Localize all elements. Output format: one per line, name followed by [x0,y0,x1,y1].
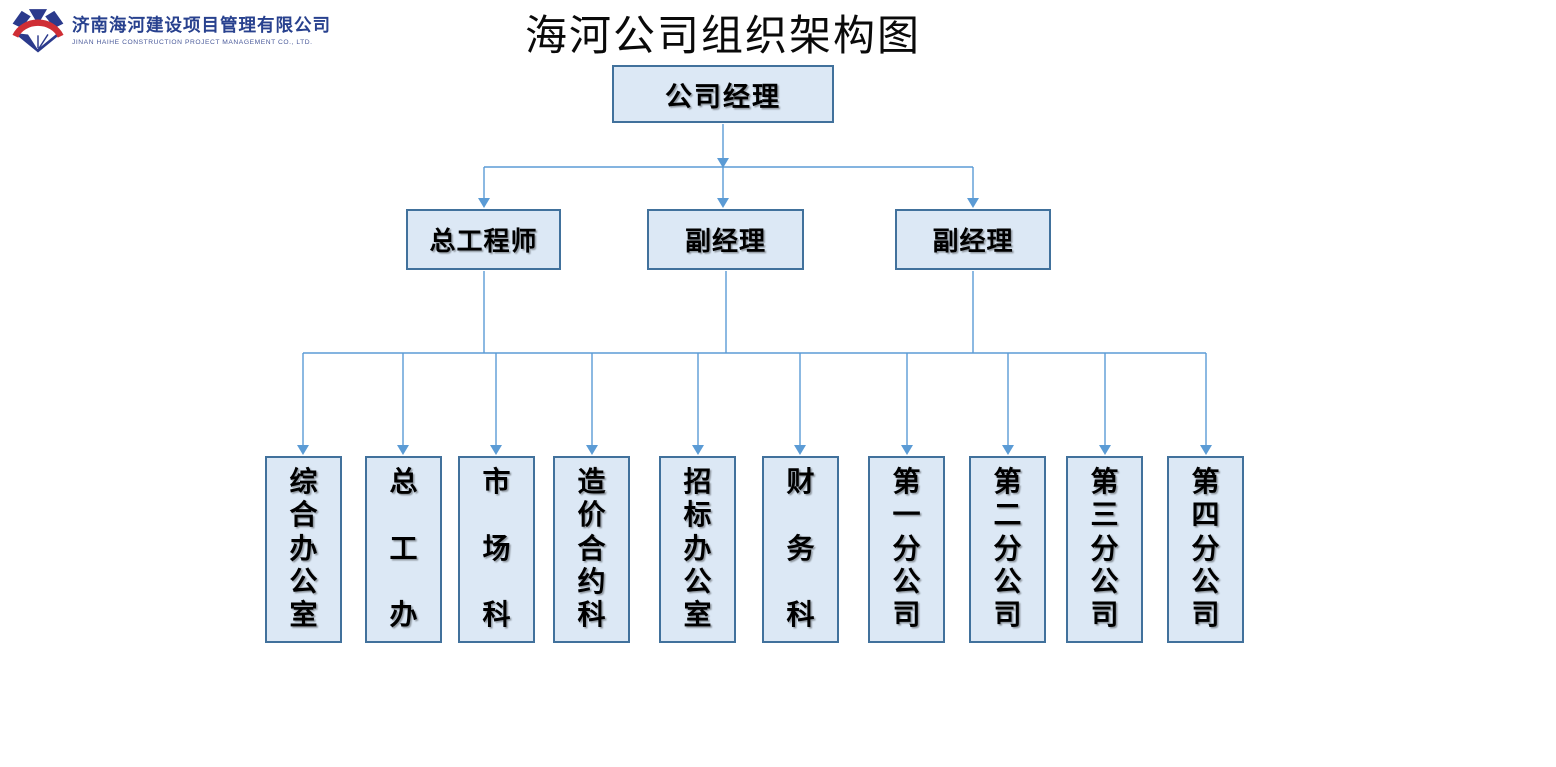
arrowhead-dept-2 [397,445,409,455]
org-node-label-char: 第 [892,467,921,498]
org-node-label-char: 招 [683,467,712,498]
arrowhead-deputy-2 [967,198,979,208]
org-node-label-char: 造 [577,467,606,498]
org-node-chief-engineer: 总工程师 [406,209,561,270]
org-node-label-char: 标 [683,500,712,532]
org-node-label-char: 综 [289,467,318,498]
arrowhead-dept-7 [901,445,913,455]
org-node-label-char: 司 [1090,600,1119,631]
arrowhead-dept-6 [794,445,806,455]
org-node-label-char: 办 [683,533,712,565]
org-node-label-char: 总 [389,467,418,498]
org-node-label-char: 科 [577,600,606,631]
arrowhead-dept-5 [692,445,704,455]
org-node-chief-engineer-office: 总工办 [365,456,442,643]
company-logo: 济南海河建设项目管理有限公司 JINAN HAIHE CONSTRUCTION … [9,3,331,55]
org-node-label-char: 第 [1090,467,1119,498]
diamond-bridge-logo-icon [12,9,64,53]
arrowhead-dept-3 [490,445,502,455]
org-node-label: 总工程师 [429,227,538,256]
arrowhead-chief-engineer [478,198,490,208]
org-node-label-char: 科 [482,600,511,631]
org-node-label-char: 司 [892,600,921,631]
org-node-label-char: 工 [389,533,418,565]
arrowhead-dept-1 [297,445,309,455]
org-node-label-char: 公 [289,566,318,598]
org-node-label-char: 科 [786,600,815,631]
org-node-label-char: 司 [1191,600,1220,631]
org-node-label-char: 室 [289,600,318,631]
org-node-label-char: 司 [993,600,1022,631]
org-node-branch-3: 第三分公司 [1066,456,1143,643]
org-node-label-char: 场 [482,533,511,565]
org-node-label-char: 合 [289,500,318,532]
arrowhead-dept-8 [1002,445,1014,455]
arrowhead-root [717,158,729,168]
org-node-label-char: 四 [1191,500,1220,532]
org-node-label-char: 分 [892,533,921,565]
arrowhead-dept-9 [1099,445,1111,455]
arrowhead-dept-10 [1200,445,1212,455]
org-node-label-char: 二 [993,500,1022,532]
org-node-label-char: 公 [683,566,712,598]
org-node-label: 副经理 [684,227,766,256]
org-node-general-office: 综合办公室 [265,456,342,643]
org-node-bidding-office: 招标办公室 [659,456,736,643]
logo-text: 济南海河建设项目管理有限公司 JINAN HAIHE CONSTRUCTION … [72,12,331,46]
org-node-label-char: 三 [1090,500,1119,532]
org-node-label-char: 公 [1090,566,1119,598]
page-title: 海河公司组织架构图 [524,14,922,60]
arrowhead-deputy-1 [717,198,729,208]
logo-company-name-zh: 济南海河建设项目管理有限公司 [72,15,331,35]
org-node-label-char: 市 [482,467,511,498]
connector-line-group [302,124,1207,446]
org-node-label-char: 室 [683,600,712,631]
org-node-label-char: 约 [577,566,606,598]
org-node-label-char: 分 [1191,533,1220,565]
org-node-cost-contract-dept: 造价合约科 [553,456,630,643]
org-node-label-char: 合 [577,533,606,565]
org-node-label-char: 价 [577,500,606,532]
connector-arrow-group [297,158,1212,455]
arrowhead-dept-4 [586,445,598,455]
org-node-label-char: 办 [289,533,318,565]
org-node-branch-2: 第二分公司 [969,456,1046,643]
org-node-market-dept: 市场科 [458,456,535,643]
org-node-deputy-manager-2: 副经理 [895,209,1051,270]
org-node-label-char: 公 [892,566,921,598]
org-node-label-char: 第 [993,467,1022,498]
org-node-label: 公司经理 [665,81,781,112]
org-node-label-char: 财 [786,467,815,498]
org-node-label-char: 一 [892,500,921,532]
org-node-finance-dept: 财务科 [762,456,839,643]
org-node-deputy-manager-1: 副经理 [647,209,804,270]
org-node-company-manager: 公司经理 [612,65,834,123]
org-node-label-char: 务 [786,533,815,565]
org-node-branch-4: 第四分公司 [1167,456,1244,643]
org-node-label: 副经理 [932,227,1014,256]
org-node-label-char: 公 [993,566,1022,598]
org-node-label-char: 公 [1191,566,1220,598]
org-node-label-char: 分 [1090,533,1119,565]
org-node-label-char: 分 [993,533,1022,565]
logo-company-name-en: JINAN HAIHE CONSTRUCTION PROJECT MANAGEM… [72,39,313,46]
org-node-branch-1: 第一分公司 [868,456,945,643]
org-node-label-char: 第 [1191,467,1220,498]
org-node-label-char: 办 [389,600,418,631]
